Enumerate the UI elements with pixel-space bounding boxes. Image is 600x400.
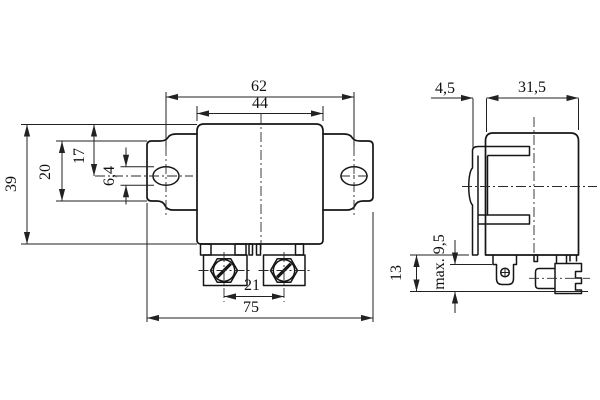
front-view: 62 44 39 20 17 (3, 78, 374, 322)
dim-label-17: 17 (71, 148, 88, 164)
dim-label-44: 44 (252, 95, 268, 112)
dim-body-height: 39 (3, 124, 197, 245)
dim-bracket-offset: 4,5 (431, 80, 474, 150)
dim-overall-width: 75 (146, 203, 374, 322)
dim-body-width: 44 (196, 95, 324, 121)
relay-body-outline (196, 123, 324, 245)
dim-label-13: 13 (388, 265, 405, 281)
dim-terminal-length: 13 (388, 254, 588, 292)
screw-terminal-side (529, 255, 590, 295)
dim-terminal-max-length: max. 9,5 (431, 234, 492, 313)
mounting-flange-right (322, 133, 374, 211)
terminal-tabs (199, 243, 305, 256)
dim-label-75: 75 (243, 299, 259, 316)
center-tab (533, 254, 539, 263)
side-view: 4,5 31,5 13 max. 9,5 (388, 79, 597, 313)
dim-label-max-9-5: max. 9,5 (431, 234, 448, 290)
dim-label-4-5: 4,5 (435, 80, 455, 97)
dim-label-20: 20 (37, 164, 54, 180)
mounting-flange-left (146, 133, 198, 211)
hex-nut-profile (554, 262, 583, 295)
dim-flange-height: 20 (37, 140, 147, 202)
dim-label-6-4: 6,4 (101, 166, 118, 186)
clip-bracket (468, 145, 531, 256)
dim-label-21: 21 (244, 277, 260, 294)
spade-terminal (492, 255, 518, 286)
dim-hole-spacing: 62 (165, 78, 355, 146)
cover-outline (484, 132, 580, 256)
bracket-emboss (468, 153, 478, 256)
dim-screw-spacing: 21 (224, 277, 284, 300)
dim-label-31-5: 31,5 (518, 79, 546, 96)
dim-hole-slot-height: 6,4 (101, 147, 154, 205)
dim-cover-depth: 31,5 (486, 79, 579, 132)
dim-label-39: 39 (3, 176, 20, 192)
dim-label-62: 62 (251, 78, 267, 95)
dim-hole-offset: 17 (71, 124, 98, 176)
